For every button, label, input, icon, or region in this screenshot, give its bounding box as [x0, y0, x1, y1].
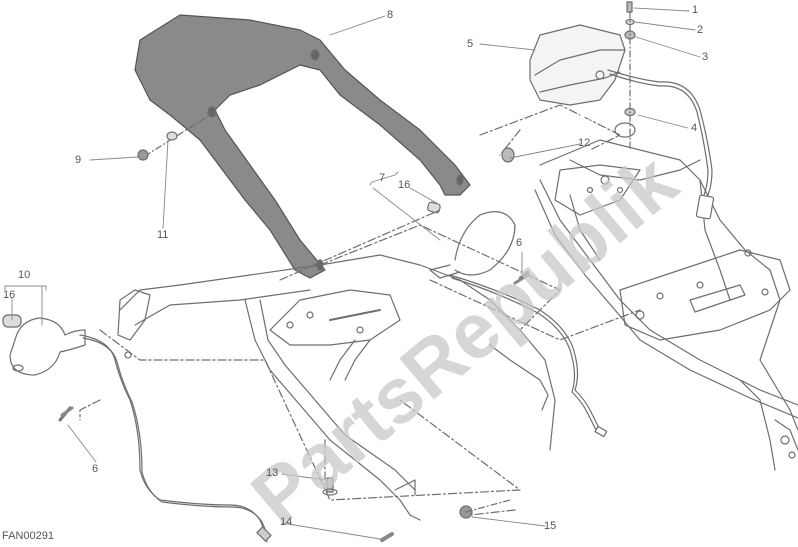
- callout-15[interactable]: 15: [544, 520, 557, 532]
- callout-12[interactable]: 12: [578, 137, 591, 149]
- callout-3[interactable]: 3: [702, 51, 709, 63]
- callout-6-right[interactable]: 6: [516, 237, 523, 249]
- callout-5[interactable]: 5: [467, 38, 474, 50]
- tail-light-fasteners: [614, 1, 636, 151]
- callout-10[interactable]: 10: [18, 269, 31, 281]
- screw-and-washer: [137, 114, 211, 161]
- callout-2[interactable]: 2: [697, 24, 704, 36]
- small-fasteners: [60, 147, 530, 542]
- support-bracket: [117, 254, 556, 521]
- callout-7[interactable]: 7: [379, 172, 386, 184]
- callout-4[interactable]: 4: [691, 122, 698, 134]
- callout-8[interactable]: 8: [387, 9, 394, 21]
- callout-16-left[interactable]: 16: [3, 289, 16, 301]
- callout-6-left[interactable]: 6: [92, 463, 99, 475]
- callout-14[interactable]: 14: [280, 516, 293, 528]
- rear-subframe: [534, 139, 798, 471]
- callout-1[interactable]: 1: [692, 4, 699, 16]
- callout-16-right[interactable]: 16: [398, 179, 411, 191]
- callout-13[interactable]: 13: [266, 467, 279, 479]
- callout-11[interactable]: 11: [157, 229, 169, 241]
- diagram-code: FAN00291: [2, 530, 54, 542]
- grab-handle: [134, 14, 471, 279]
- assembly-outline: [79, 104, 641, 516]
- turn-signal-left: [2, 314, 272, 543]
- callout-9[interactable]: 9: [75, 154, 82, 166]
- tail-light: [529, 24, 715, 220]
- turn-signal-right: [426, 201, 608, 438]
- leader-lines: [4, 7, 701, 540]
